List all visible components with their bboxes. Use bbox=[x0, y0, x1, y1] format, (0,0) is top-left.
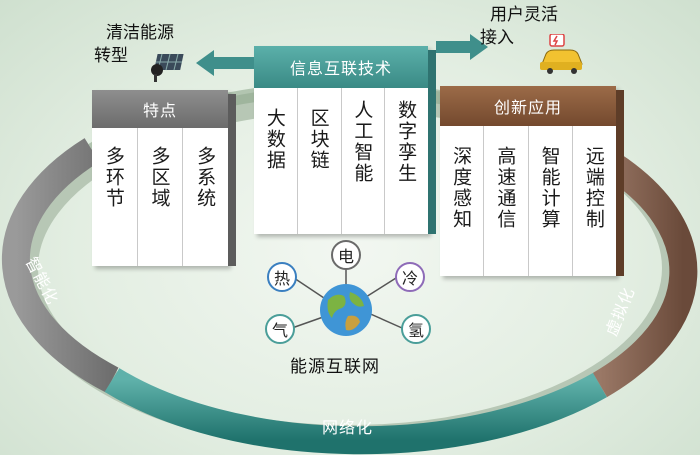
solar-panel-icon bbox=[151, 53, 184, 82]
features-columns: 多环节 多区域 多系统 bbox=[92, 128, 228, 266]
apps-box-side bbox=[616, 90, 624, 276]
energy-node-hydrogen: 氢 bbox=[401, 314, 431, 344]
ring-right-segment bbox=[592, 153, 698, 398]
apps-item-4: 远端控制 bbox=[582, 146, 605, 230]
energy-node-electricity: 电 bbox=[331, 240, 361, 270]
features-title: 特点 bbox=[92, 90, 228, 128]
energy-node-cooling: 冷 bbox=[395, 262, 425, 292]
tech-item-4: 数字孪生 bbox=[395, 100, 418, 184]
apps-columns: 深度感知 高速通信 智能计算 远端控制 bbox=[440, 126, 616, 276]
tech-item-3: 人工智能 bbox=[342, 88, 386, 234]
ring-bottom-segment bbox=[104, 368, 607, 455]
tech-item-2: 区块链 bbox=[298, 88, 342, 234]
right-arrow-icon bbox=[436, 34, 488, 60]
tech-box: 信息互联技术 大数据 区块链 人工智能 数字孪生 bbox=[254, 46, 428, 234]
apps-item-1: 深度感知 bbox=[440, 126, 485, 276]
tech-box-side bbox=[428, 50, 436, 234]
right-caption: 用户灵活 接入 bbox=[480, 5, 558, 48]
left-caption: 清洁能源 转型 bbox=[94, 23, 174, 66]
ring-label-bottom: 网络化 bbox=[322, 418, 374, 437]
apps-item-2: 高速通信 bbox=[484, 126, 529, 276]
tech-columns: 大数据 区块链 人工智能 数字孪生 bbox=[254, 88, 428, 234]
tech-item-1: 大数据 bbox=[254, 88, 298, 234]
energy-node-heat: 热 bbox=[267, 262, 297, 292]
apps-title: 创新应用 bbox=[440, 86, 616, 126]
ring-left-segment bbox=[1, 138, 119, 393]
features-item-2: 多区域 bbox=[138, 128, 184, 266]
globe-icon bbox=[320, 284, 372, 336]
electric-car-icon bbox=[540, 34, 583, 74]
tech-title: 信息互联技术 bbox=[254, 46, 428, 88]
features-box-side bbox=[228, 94, 236, 266]
left-arrow-icon bbox=[196, 50, 254, 76]
apps-box: 创新应用 深度感知 高速通信 智能计算 远端控制 bbox=[440, 86, 616, 276]
features-box: 特点 多环节 多区域 多系统 bbox=[92, 90, 228, 266]
apps-item-3: 智能计算 bbox=[529, 126, 573, 276]
energy-node-gas: 气 bbox=[265, 314, 295, 344]
features-item-3: 多系统 bbox=[194, 146, 217, 209]
energy-center-label: 能源互联网 bbox=[290, 357, 380, 377]
features-item-1: 多环节 bbox=[92, 128, 138, 266]
